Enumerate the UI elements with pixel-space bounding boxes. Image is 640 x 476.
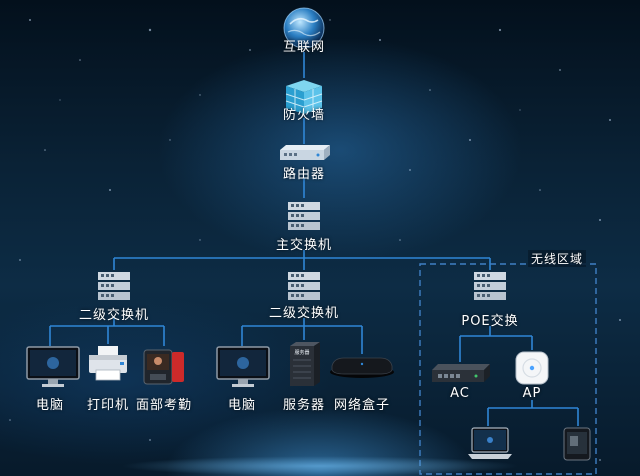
attendance-label: 面部考勤 — [135, 398, 193, 413]
router-icon — [280, 145, 330, 160]
pc-left-label: 电脑 — [35, 398, 65, 413]
switch-left-label: 二级交换机 — [78, 308, 150, 323]
core-switch-icon — [288, 202, 320, 230]
wireless-area-title: 无线区域 — [528, 250, 587, 267]
firewall-label: 防火墙 — [282, 108, 326, 123]
access-point-icon — [515, 351, 549, 385]
firewall-icon — [285, 80, 323, 114]
poe-switch-icon — [474, 272, 506, 300]
monitor-icon — [216, 346, 270, 387]
printer-icon — [89, 346, 127, 381]
server-label: 服务器 — [282, 398, 326, 413]
mobile-device-icon — [563, 427, 591, 461]
switch-mid-label: 二级交换机 — [268, 306, 340, 321]
pc-mid-label: 电脑 — [227, 398, 257, 413]
ac-controller-icon — [432, 364, 490, 382]
face-attendance-icon — [143, 349, 184, 385]
printer-label: 打印机 — [86, 398, 130, 413]
server-icon: 服务器 — [286, 340, 322, 388]
bottom-glow — [120, 456, 520, 476]
network-box-icon — [330, 357, 394, 378]
switch-mid-icon — [288, 272, 320, 300]
ac-label: AC — [450, 386, 470, 401]
core-switch-label: 主交换机 — [275, 238, 333, 253]
router-label: 路由器 — [282, 167, 326, 182]
switch-left-icon — [98, 272, 130, 300]
monitor-icon — [26, 346, 80, 387]
internet-label: 互联网 — [282, 40, 326, 55]
set-top-box-label: 网络盒子 — [333, 398, 391, 413]
server-badge: 服务器 — [294, 350, 310, 356]
globe-icon — [283, 7, 325, 49]
poe-switch-label: POE交换 — [461, 314, 519, 329]
ap-label: AP — [522, 386, 542, 401]
